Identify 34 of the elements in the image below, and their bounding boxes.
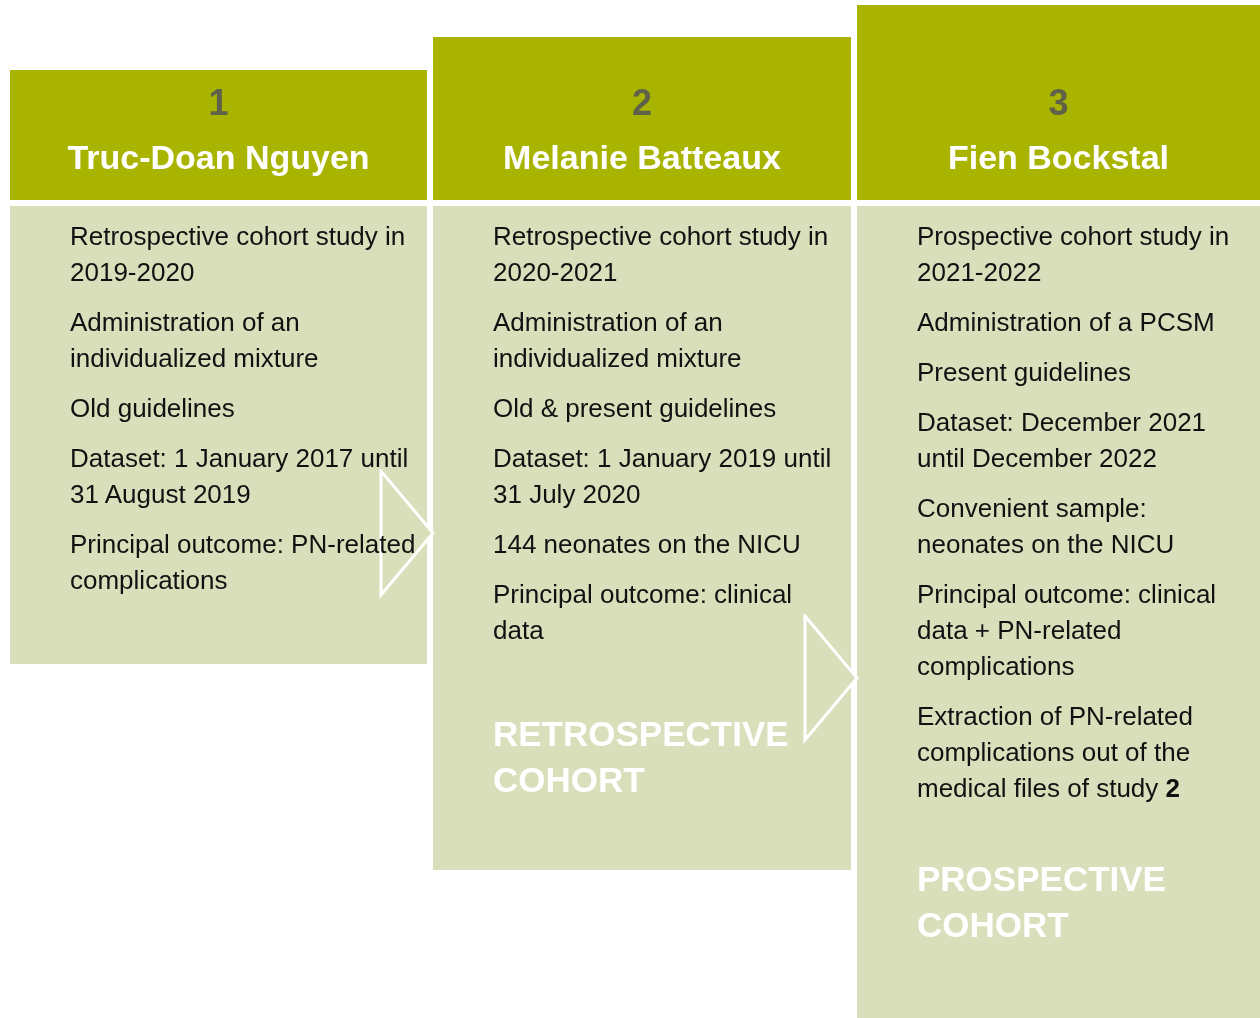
study-detail: Principal outcome: PN-related complications (70, 528, 417, 597)
study-detail: Principal outcome: clinical data (493, 578, 794, 647)
step-number: 1 (208, 80, 229, 125)
chevron-arrow (379, 469, 435, 597)
chevron-arrow (803, 614, 859, 742)
study-detail: Extraction of PN-related complications out of the medical files of study 2 (917, 700, 1194, 805)
person-name: Fien Bockstal (947, 137, 1170, 179)
study-detail: Dataset: 1 January 2017 until 31 August 2019 (70, 442, 410, 511)
study-detail: Dataset: 1 January 2019 until 31 July 2020 (493, 442, 833, 511)
study-panel (857, 206, 1260, 1018)
study-detail: Convenient sample: neonates on the NICU (917, 492, 1176, 561)
study-detail: Dataset: December 2021 until December 2022 (917, 406, 1208, 475)
step-number: 3 (1048, 80, 1069, 125)
study-detail: Old guidelines (70, 392, 236, 425)
person-name: Melanie Batteaux (503, 137, 781, 179)
header-band (10, 70, 427, 200)
study-panel (433, 206, 851, 870)
header-band (857, 5, 1260, 200)
study-detail: Principal outcome: clinical data + PN-related complications (917, 578, 1218, 683)
study-detail: Retrospective cohort study in 2019-2020 (70, 220, 407, 289)
study-panel (10, 206, 427, 664)
study-detail: Old & present guidelines (493, 392, 778, 425)
person-name: Truc-Doan Nguyen (67, 137, 370, 179)
study-detail: Administration of an individualized mixture (70, 306, 320, 375)
step-number: 2 (632, 80, 652, 125)
study-detail: Administration of an individualized mixture (493, 306, 743, 375)
cohort-label: PROSPECTIVE COHORT (917, 858, 1167, 946)
header-band (433, 37, 851, 200)
study-detail: Retrospective cohort study in 2020-2021 (493, 220, 830, 289)
study-detail: Present guidelines (917, 356, 1132, 389)
study-detail: 144 neonates on the NICU (493, 528, 802, 561)
study-detail: Administration of a PCSM (917, 306, 1216, 339)
cohort-label: RETROSPECTIVE COHORT (493, 713, 790, 801)
study-detail: Prospective cohort study in 2021-2022 (917, 220, 1231, 289)
